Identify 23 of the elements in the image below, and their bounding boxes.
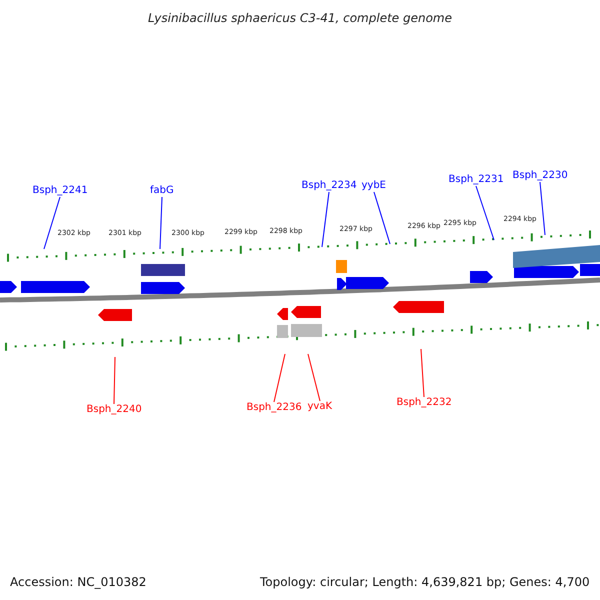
gene-label: Bsph_2231 (448, 175, 504, 185)
gene-label: Bsph_2240 (86, 405, 142, 415)
leader-line (274, 354, 286, 402)
leader-line (44, 196, 60, 250)
gene-label: fabG (150, 186, 174, 196)
gene-label: Bsph_2236 (246, 403, 302, 413)
gene-label: yybE (362, 181, 386, 191)
leader-line (308, 354, 320, 402)
gene-label: Bsph_2232 (396, 398, 452, 408)
genome-info-text: Topology: circular; Length: 4,639,821 bp; Genes: 4,700 (260, 576, 590, 588)
leader-line (160, 196, 162, 250)
leader-line (420, 348, 424, 398)
leader-line (540, 182, 546, 236)
gene-label: Bsph_2241 (32, 186, 88, 196)
leader-line (114, 356, 116, 404)
accession-text: Accession: NC_010382 (10, 576, 146, 588)
title: Lysinibacillus sphaericus C3-41, complete genome (148, 12, 452, 24)
leader-line (476, 186, 494, 240)
gene-label: Bsph_2234 (302, 181, 357, 191)
gene-label: yvaK (308, 402, 332, 412)
leader-line (322, 192, 330, 248)
gene-label: Bsph_2230 (512, 171, 568, 181)
leader-line (374, 192, 390, 244)
